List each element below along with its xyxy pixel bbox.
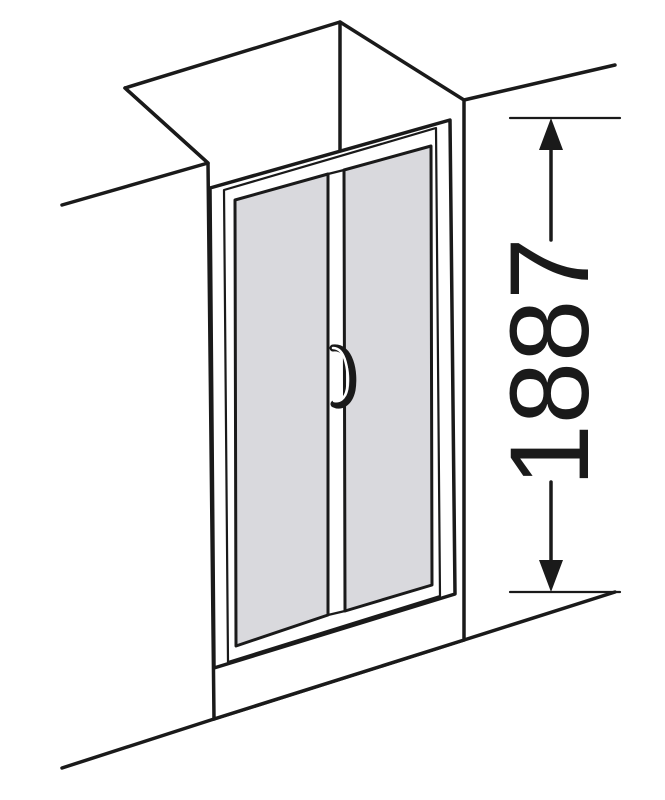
left-glass-panel <box>233 172 330 648</box>
height-dimension: 1887 <box>487 116 622 594</box>
floor-line-left <box>60 717 216 770</box>
arrow-down-icon <box>539 560 563 592</box>
right-wall-top-edge <box>462 63 617 102</box>
glass-panels <box>233 144 434 648</box>
height-label: 1887 <box>487 237 612 486</box>
center-stile <box>326 168 347 617</box>
arrow-up-icon <box>539 118 563 150</box>
niche-left-top-edge <box>123 86 210 165</box>
left-wall-top-edge <box>60 161 210 207</box>
door-handle-icon <box>329 344 357 409</box>
floor-line-right <box>462 590 617 642</box>
right-glass-panel <box>342 144 434 613</box>
inner-frame <box>222 126 442 664</box>
